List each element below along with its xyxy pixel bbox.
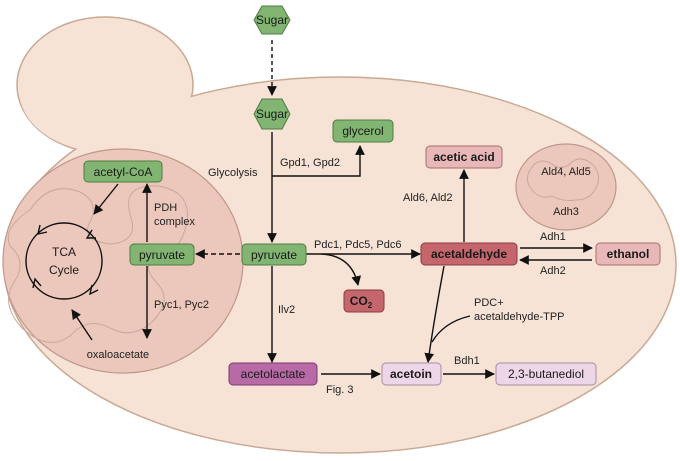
- oxaloacetate-label: oxaloacetate: [87, 349, 149, 361]
- glycolysis-label: Glycolysis: [208, 167, 258, 179]
- pdc-plus-label-line1: PDC+: [474, 297, 504, 309]
- co2-label: CO2: [350, 294, 373, 310]
- adh3-label: Adh3: [553, 206, 579, 218]
- tca-label-line2: Cycle: [49, 263, 79, 277]
- large-mitochondrion: [2, 148, 244, 374]
- pdh-label-line1: PDH: [154, 202, 177, 214]
- acetolactate-node: acetolactate: [228, 362, 318, 386]
- co2-node: CO2: [343, 289, 385, 313]
- glycerol-node: glycerol: [332, 119, 394, 143]
- acetoin-node: acetoin: [381, 362, 442, 386]
- pyruvate-mito-node: pyruvate: [129, 243, 195, 266]
- pyc-label: Pyc1, Pyc2: [154, 299, 209, 311]
- acetaldehyde-label: acetaldehyde: [431, 247, 507, 261]
- pyruvate-mito-label: pyruvate: [139, 248, 185, 262]
- butanediol-label: 2,3-butanediol: [508, 367, 584, 381]
- tca-cycle: TCA Cycle: [25, 222, 103, 300]
- ethanol-label: ethanol: [607, 247, 650, 261]
- acetoin-label: acetoin: [390, 367, 432, 381]
- ethanol-node: ethanol: [595, 242, 661, 266]
- acetaldehyde-node: acetaldehyde: [420, 242, 518, 266]
- butanediol-node: 2,3-butanediol: [495, 362, 597, 386]
- pdh-label-line2: complex: [154, 216, 195, 228]
- fig3-label: Fig. 3: [326, 384, 354, 396]
- acetic-acid-label: acetic acid: [433, 150, 494, 164]
- small-mitochondrion: [515, 143, 617, 231]
- acetyl-coa-node: acetyl-CoA: [83, 160, 163, 183]
- pdc-plus-label-line2: acetaldehyde-TPP: [474, 311, 565, 323]
- pyruvate-cyto-label: pyruvate: [251, 248, 297, 262]
- pdc-label: Pdc1, Pdc5, Pdc6: [314, 239, 401, 251]
- acetolactate-label: acetolactate: [241, 367, 306, 381]
- acetic-acid-node: acetic acid: [425, 145, 503, 169]
- gpd-label: Gpd1, Gpd2: [280, 157, 340, 169]
- adh1-label: Adh1: [540, 231, 566, 243]
- tca-label-line1: TCA: [52, 245, 76, 259]
- ald4-label: Ald4, Ald5: [541, 166, 591, 178]
- sugar-outside-node: Sugar: [253, 5, 291, 35]
- ald6-label: Ald6, Ald2: [403, 192, 453, 204]
- bdh1-label: Bdh1: [454, 355, 480, 367]
- sugar-inside-node: Sugar: [253, 98, 291, 130]
- adh2-label: Adh2: [540, 265, 566, 277]
- ilv2-label: Ilv2: [278, 304, 295, 316]
- acetyl-coa-label: acetyl-CoA: [94, 165, 153, 179]
- pyruvate-cyto-node: pyruvate: [241, 243, 307, 266]
- sugar-outside-label: Sugar: [256, 13, 288, 27]
- sugar-inside-label: Sugar: [256, 107, 288, 121]
- glycerol-label: glycerol: [342, 124, 383, 138]
